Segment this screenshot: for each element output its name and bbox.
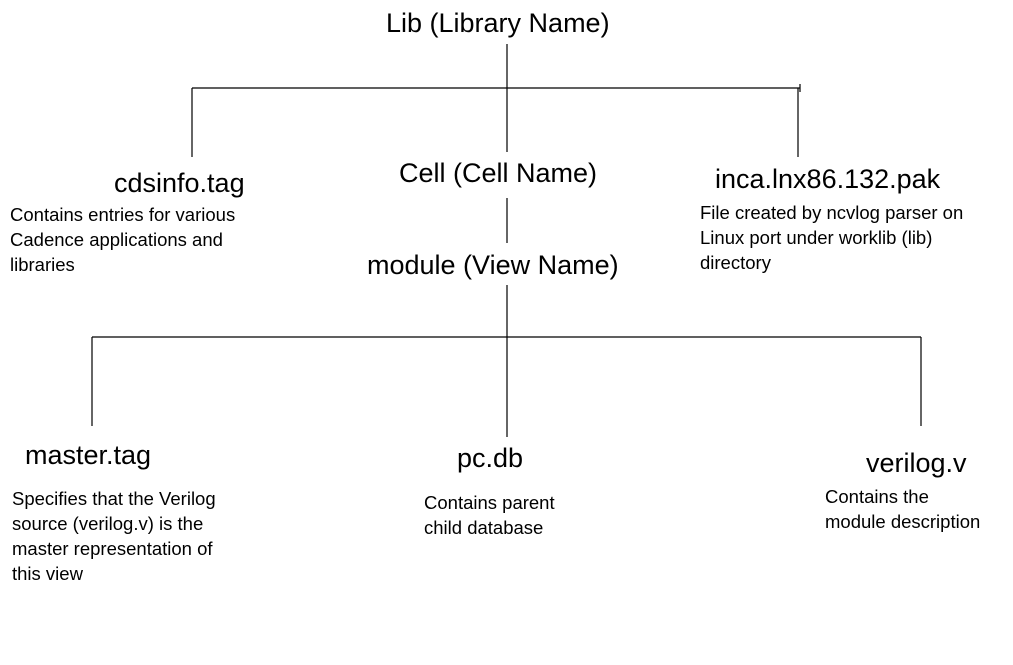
verilog-desc-line: module description bbox=[825, 511, 981, 532]
pak-desc-line: Linux port under worklib (lib) bbox=[700, 227, 933, 248]
verilog-node-title: verilog.v bbox=[866, 448, 967, 478]
verilog-node-description: Contains the module description bbox=[825, 484, 980, 534]
pcdb-node-title: pc.db bbox=[457, 443, 524, 473]
cdsinfo-desc-line: Contains entries for various bbox=[10, 204, 236, 225]
cdsinfo-node-description: Contains entries for various Cadence app… bbox=[10, 202, 235, 277]
master-node-description: Specifies that the Verilog source (veril… bbox=[12, 486, 216, 586]
cdsinfo-desc-line: libraries bbox=[10, 254, 75, 275]
master-desc-line: master representation of bbox=[12, 538, 213, 559]
cell-node-title: Cell (Cell Name) bbox=[399, 158, 598, 188]
verilog-desc-line: Contains the bbox=[825, 486, 929, 507]
cdsinfo-node-title: cdsinfo.tag bbox=[114, 168, 245, 198]
module-node-title: module (View Name) bbox=[367, 250, 619, 280]
master-desc-line: source (verilog.v) is the bbox=[12, 513, 204, 534]
cdsinfo-desc-line: Cadence applications and bbox=[10, 229, 223, 250]
pak-desc-line: directory bbox=[700, 252, 771, 273]
pcdb-node-description: Contains parent child database bbox=[424, 490, 555, 540]
pcdb-desc-line: Contains parent bbox=[424, 492, 555, 513]
root-node-title: Lib (Library Name) bbox=[386, 8, 610, 38]
master-desc-line: Specifies that the Verilog bbox=[12, 488, 216, 509]
pcdb-desc-line: child database bbox=[424, 517, 544, 538]
pak-node-title: inca.lnx86.132.pak bbox=[715, 164, 941, 194]
pak-desc-line: File created by ncvlog parser on bbox=[700, 202, 964, 223]
master-node-title: master.tag bbox=[25, 440, 152, 470]
master-desc-line: this view bbox=[12, 563, 83, 584]
pak-node-description: File created by ncvlog parser on Linux p… bbox=[700, 200, 963, 275]
